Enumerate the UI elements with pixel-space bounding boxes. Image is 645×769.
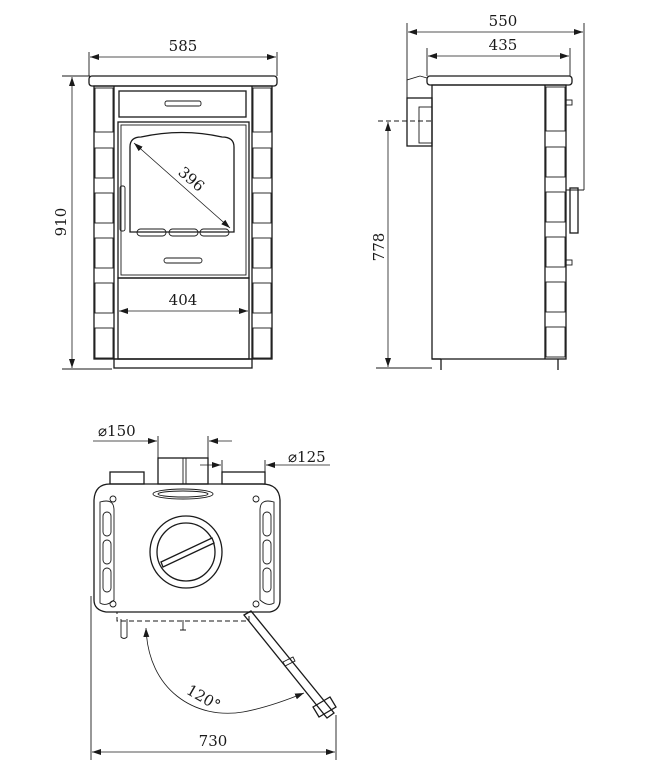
dim-lower-width: 404 [169,291,198,309]
round-outlet [149,515,223,589]
side-top-plate [426,75,573,86]
door-glass [129,131,235,233]
dim-flue-rear: ⌀125 [288,448,326,466]
dim-side-total: 550 [489,12,518,30]
top-view: ⌀150 ⌀125 [90,422,337,760]
dim-side-height: 778 [370,233,388,262]
front-plinth [113,358,253,369]
dim-clearance: 730 [199,732,228,750]
side-body [431,84,567,360]
dim-flue-top: ⌀150 [98,422,136,440]
right-tiles [252,87,272,359]
dim-front-width: 585 [169,37,198,55]
dim-front-height: 910 [52,208,70,237]
front-view: 585 910 [52,37,278,370]
side-tiles [545,86,566,358]
top-plate [88,75,278,87]
side-handle [569,187,579,234]
top-body [93,483,281,613]
dim-side-body: 435 [489,36,518,54]
side-flue-box [406,97,433,147]
dim-glass-diagonal: 396 [175,163,208,195]
top-drawer [118,90,247,118]
fire-door [117,121,250,279]
door-handle [119,185,126,232]
side-view: 550 435 778 [370,12,585,370]
left-tiles [94,87,114,359]
